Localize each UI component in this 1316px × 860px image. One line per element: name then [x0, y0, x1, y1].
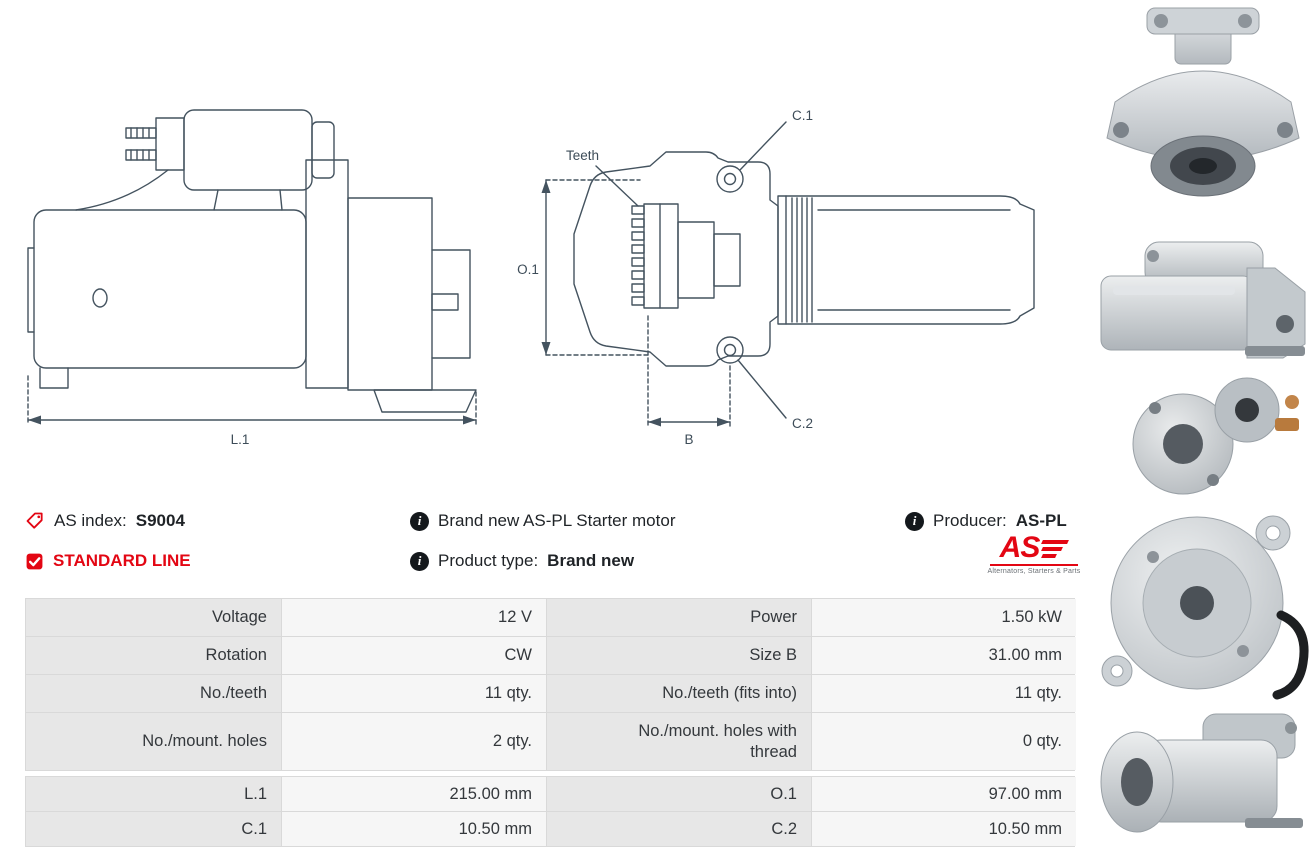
dim-label-o1: O.1: [517, 262, 539, 277]
producer-value: AS-PL: [1015, 511, 1067, 530]
spec-label: L.1: [26, 777, 281, 811]
spec-label: Rotation: [26, 637, 281, 674]
spec-value: 12 V: [282, 599, 546, 636]
dim-label-c2: C.2: [792, 416, 813, 431]
spec-label: C.2: [547, 812, 811, 846]
as-pl-logo: AS Alternators, Starters & Parts: [986, 531, 1082, 576]
spec-value: 11 qty.: [282, 675, 546, 712]
product-photo-top-view: [1095, 6, 1310, 224]
as-pl-logo-rule: [990, 564, 1078, 566]
dim-label-l1: L.1: [231, 432, 250, 447]
spec-label: Size B: [547, 637, 811, 674]
spec-table-upper: Voltage 12 V Power 1.50 kW Rotation CW S…: [25, 598, 1076, 771]
standard-line-row: STANDARD LINE: [25, 548, 191, 574]
spec-value: 10.50 mm: [282, 812, 546, 846]
description-row: i Brand new AS-PL Starter motor: [410, 508, 675, 534]
technical-drawing-front-view: O.1 Teeth C.1 C.2 B: [517, 108, 1035, 447]
spec-label: No./mount. holes with thread: [547, 713, 811, 770]
product-photo-front-flange: [1095, 505, 1310, 702]
spec-value: 11 qty.: [812, 675, 1076, 712]
product-photo-side-view: [1095, 228, 1310, 366]
mount-hole-top: [716, 165, 744, 193]
producer-label: Producer:: [933, 511, 1007, 530]
as-index-row: AS index: S9004: [25, 508, 185, 534]
producer-row: i Producer: AS-PL: [905, 508, 1067, 534]
spec-label: Power: [547, 599, 811, 636]
spec-value: 97.00 mm: [812, 777, 1076, 811]
motor-cylinder: [777, 195, 1035, 325]
info-icon: i: [905, 511, 924, 531]
dim-label-c1: C.1: [792, 108, 813, 123]
motor-body-outline: [33, 209, 307, 369]
spec-value: 1.50 kW: [812, 599, 1076, 636]
solenoid-outline: [183, 109, 313, 191]
spec-table-lower: L.1 215.00 mm O.1 97.00 mm C.1 10.50 mm …: [25, 776, 1076, 847]
product-type-label: Product type:: [438, 551, 539, 570]
spec-label: O.1: [547, 777, 811, 811]
spec-label: No./teeth (fits into): [547, 675, 811, 712]
description-text: Brand new AS-PL Starter motor: [438, 511, 676, 530]
spec-value: CW: [282, 637, 546, 674]
spec-value: 0 qty.: [812, 713, 1076, 770]
product-type-row: i Product type: Brand new: [410, 548, 634, 574]
spec-value: 31.00 mm: [812, 637, 1076, 674]
spec-label: Voltage: [26, 599, 281, 636]
spec-label: No./teeth: [26, 675, 281, 712]
spec-value: 2 qty.: [282, 713, 546, 770]
spec-label: C.1: [26, 812, 281, 846]
technical-drawing-side-view: L.1: [27, 109, 477, 447]
product-type-value: Brand new: [547, 551, 635, 570]
as-pl-logo-text: AS: [999, 531, 1041, 564]
checked-checkbox-icon: [26, 553, 43, 569]
spec-value: 10.50 mm: [812, 812, 1076, 846]
info-icon: i: [410, 551, 429, 571]
mount-hole-bottom: [716, 336, 744, 364]
tag-icon: [26, 512, 43, 529]
product-photo-rear-view: [1095, 368, 1310, 503]
flange-outline: [573, 151, 779, 367]
product-photos: [1090, 0, 1316, 860]
product-photo-angled-view: [1095, 702, 1310, 854]
spec-value: 215.00 mm: [282, 777, 546, 811]
info-icon: i: [410, 511, 429, 531]
dim-label-b: B: [684, 432, 693, 447]
as-pl-logo-stripes: [1041, 540, 1070, 558]
spec-label: No./mount. holes: [26, 713, 281, 770]
standard-line-badge: STANDARD LINE: [53, 551, 191, 570]
pinion-gear: [643, 203, 679, 309]
as-index-label: AS index:: [54, 511, 127, 530]
as-index-value: S9004: [135, 511, 185, 530]
as-pl-logo-tagline: Alternators, Starters & Parts: [987, 568, 1081, 575]
dim-label-teeth: Teeth: [566, 148, 599, 163]
